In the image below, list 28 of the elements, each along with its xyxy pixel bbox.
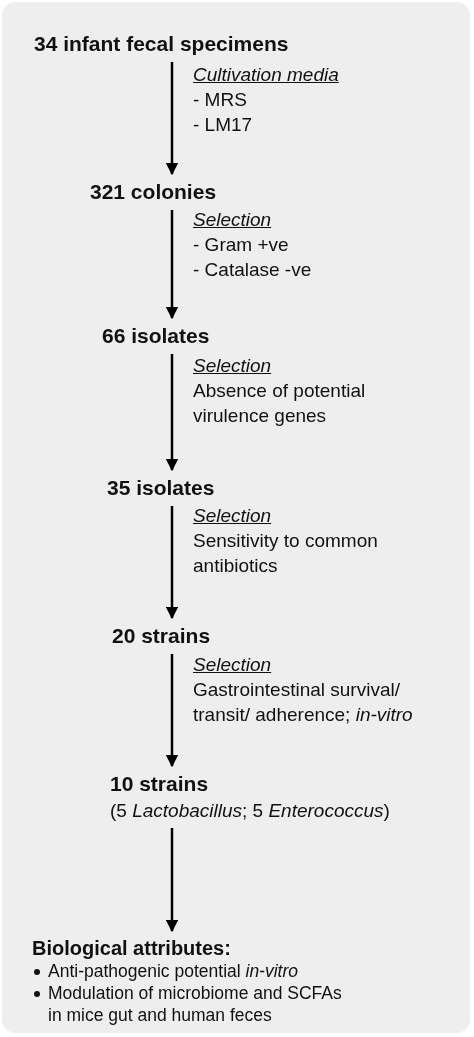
node-title: 20 strains — [112, 624, 211, 647]
arrow — [165, 354, 179, 472]
arrow — [165, 506, 179, 620]
node-title: 10 strains — [110, 772, 209, 795]
node-title: 321 colonies — [90, 180, 217, 203]
criteria-note: Absence of potential virulence genes — [193, 380, 366, 426]
criteria-note: - LM17 — [193, 114, 253, 135]
edge-label: Selection — [193, 504, 272, 528]
bullet-text: Anti-pathogenic potential in-vitro — [48, 961, 298, 981]
edge-label: Selection — [193, 208, 272, 232]
arrow — [165, 62, 179, 176]
edge-label: Selection — [193, 653, 272, 677]
node-title: 34 infant fecal specimens — [34, 32, 289, 55]
edge-label: Selection — [193, 354, 272, 378]
arrow — [165, 828, 179, 933]
node-subtitle: (5 Lactobacillus; 5 Enterococcus) — [110, 800, 390, 821]
node-title: Biological attributes: — [32, 937, 231, 959]
criteria-note: Gastrointestinal survival/ transit/ adherence; in-vitro — [193, 679, 413, 725]
bullet-text: Modulation of microbiome and SCFAs in mice gut and human feces — [48, 983, 342, 1025]
edge-label: Cultivation media — [193, 63, 339, 87]
criteria-note: - MRS — [193, 89, 247, 110]
criteria-note: - Catalase -ve — [193, 259, 312, 280]
criteria-note: Sensitivity to common antibiotics — [193, 530, 378, 576]
arrow — [165, 210, 179, 320]
arrow — [165, 654, 179, 768]
node-title: 35 isolates — [107, 476, 215, 499]
criteria-note: - Gram +ve — [193, 234, 289, 255]
node-title: 66 isolates — [102, 324, 210, 347]
